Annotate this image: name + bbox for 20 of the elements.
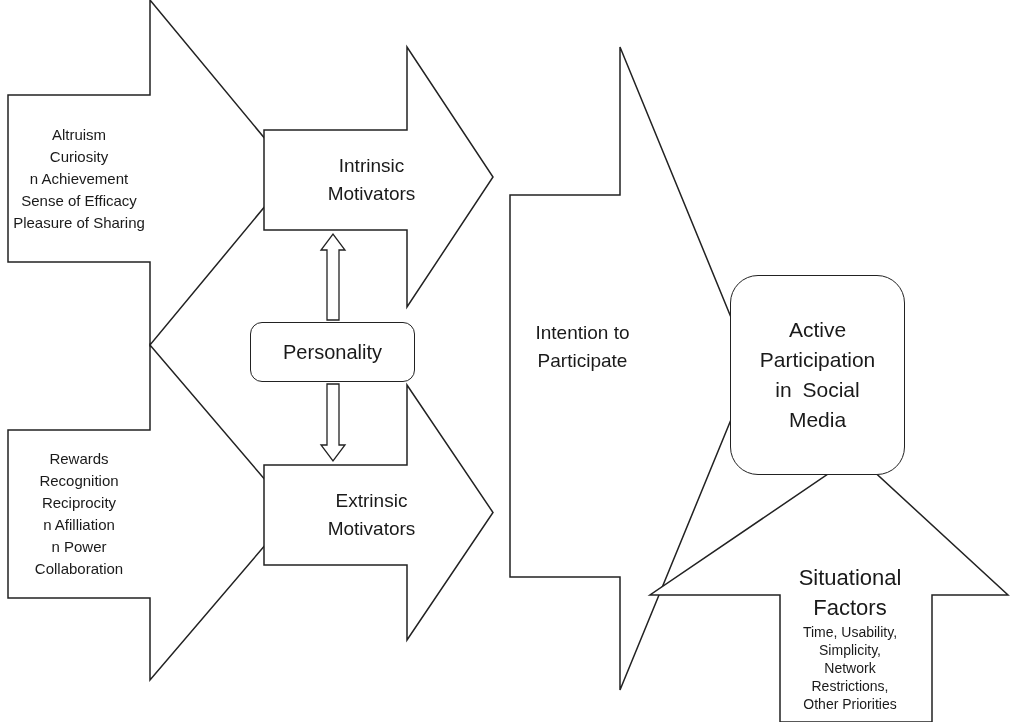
factor-text: Sense of Efficacy [21,190,137,211]
arrow-label: Extrinsic Motivators [326,489,417,541]
factor-text: Reciprocity [41,493,117,513]
hollow-arrow [319,232,347,321]
hollow-arrow [319,383,347,463]
box-label: Personality [283,340,382,365]
arrow-label: Intention to Participate [534,321,631,373]
factor-list-text: Time, Usability, Simplicity, Network Restrictions, Other Priorities [801,623,899,713]
arrow-label: Intrinsic Motivators [326,154,417,206]
factor-text: Curiosity [49,146,109,167]
factor-text: Altruism [51,124,107,145]
factor-text: Recognition [39,471,119,491]
factor-text: Pleasure of Sharing [13,212,145,233]
factor-text: n Achievement [29,168,129,189]
heading-text: Situational Factors [797,564,903,622]
factor-text: n Power [51,537,107,557]
factor-text: Collaboration [34,559,124,579]
box-label: Active Participation in Social Media [758,317,877,433]
factor-text: n Afilliation [43,515,115,535]
factor-text: Rewards [49,449,109,469]
